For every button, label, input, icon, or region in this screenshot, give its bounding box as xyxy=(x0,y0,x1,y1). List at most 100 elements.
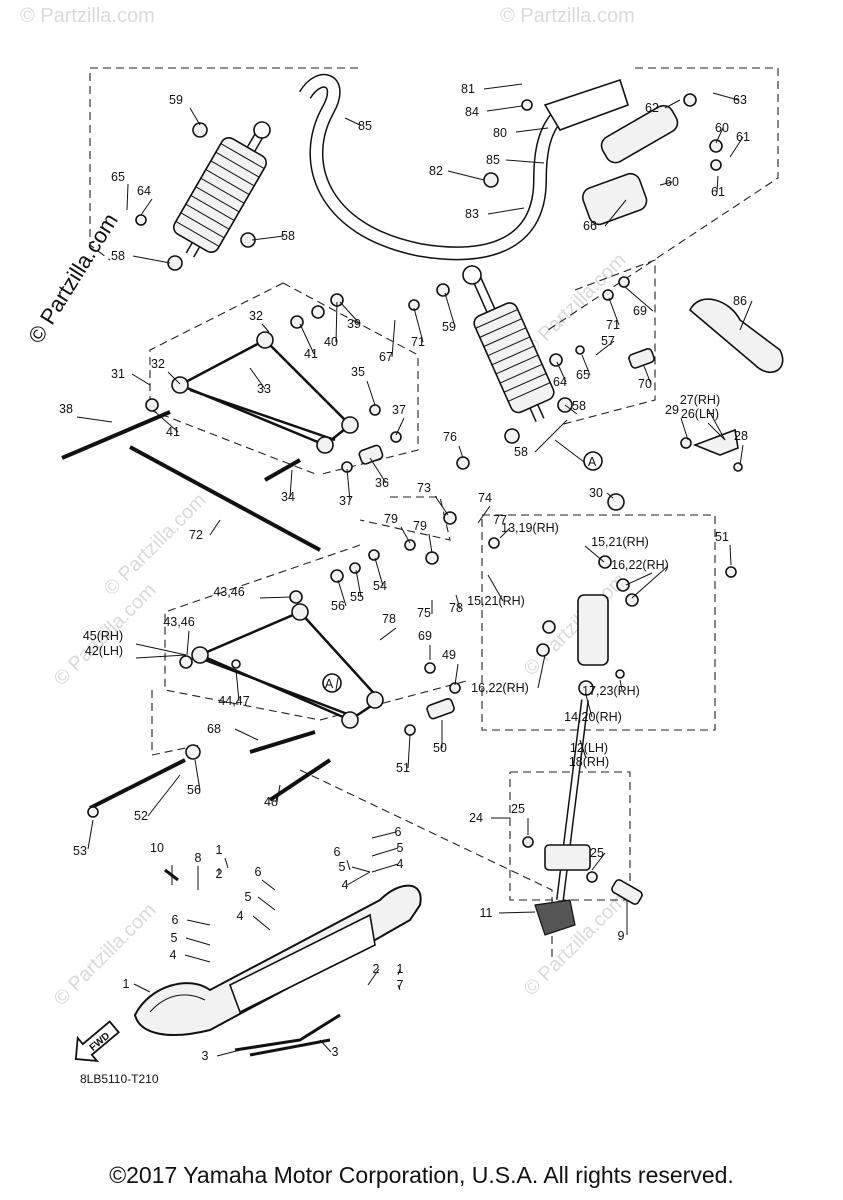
leader-line xyxy=(371,863,399,873)
steering-bar-inner xyxy=(300,75,621,259)
leader-line xyxy=(715,127,724,144)
callout-label: 70 xyxy=(638,377,652,391)
leader-line xyxy=(133,983,151,993)
leader-line xyxy=(167,371,181,385)
leader-line xyxy=(299,323,315,355)
leader-line xyxy=(712,92,739,101)
callout-label: 82 xyxy=(429,164,443,178)
callout-label: 77 xyxy=(493,513,507,527)
hardware xyxy=(87,93,743,905)
callout-label: A xyxy=(325,677,334,691)
leader-line xyxy=(487,574,504,602)
callout-label: 13,19(RH) xyxy=(501,521,559,535)
leader-line xyxy=(515,127,549,133)
leader-line xyxy=(249,367,266,390)
steering-knuckle xyxy=(534,594,609,936)
dashed-outline-upper-left xyxy=(89,67,358,261)
callout-label: 5 xyxy=(245,890,252,904)
leader-line xyxy=(346,859,351,871)
callout-label: 60 xyxy=(665,175,679,189)
leader-line xyxy=(339,301,360,324)
callout-label: 51 xyxy=(396,761,410,775)
callout-label: 16,22(RH) xyxy=(471,681,529,695)
callout-label: 68 xyxy=(207,722,221,736)
leader-line xyxy=(619,679,623,691)
callout-label: 65 xyxy=(576,368,590,382)
leader-lines xyxy=(76,83,753,1057)
dashed-outline-lower-arm xyxy=(164,544,471,721)
callout-label: 38 xyxy=(59,402,73,416)
callout-label: 63 xyxy=(733,93,747,107)
callout-label: 54 xyxy=(373,579,387,593)
callout-label: 33 xyxy=(257,382,271,396)
callout-label: 9 xyxy=(618,929,625,943)
leader-line xyxy=(434,495,449,516)
callout-label: 85 xyxy=(358,119,372,133)
callout-label: 69 xyxy=(418,629,432,643)
watermark-faded: © Partzilla.com xyxy=(100,489,211,600)
callouts: 5985818480626360616564585882858366606186… xyxy=(59,82,750,1063)
callout-label: 85 xyxy=(486,153,500,167)
leader-line xyxy=(664,99,681,109)
bolt-68 xyxy=(249,730,316,754)
leader-line xyxy=(135,654,187,659)
leader-line xyxy=(447,170,485,181)
callout-label: 25 xyxy=(590,846,604,860)
callout-label: 1 xyxy=(397,962,404,976)
callout-label: 58 xyxy=(572,399,586,413)
callout-label: 78 xyxy=(382,612,396,626)
leader-line xyxy=(76,416,113,423)
leader-line xyxy=(579,739,587,759)
callout-label: 45(RH) xyxy=(83,629,123,643)
callout-label: 65 xyxy=(111,170,125,184)
callout-label: 60 xyxy=(715,121,729,135)
callout-label: 57 xyxy=(601,334,615,348)
shock-absorber-right xyxy=(462,265,555,423)
leader-line xyxy=(335,677,339,691)
callout-label: 8 xyxy=(195,851,202,865)
leader-line xyxy=(126,183,129,211)
callout-label: 11 xyxy=(480,906,493,920)
callout-label: 72 xyxy=(189,528,203,542)
dashed-outline-steering xyxy=(481,514,716,731)
leader-line xyxy=(371,847,399,857)
leader-line xyxy=(643,365,652,385)
lever-86 xyxy=(689,298,784,374)
leader-line xyxy=(729,136,744,158)
callout-label: 6 xyxy=(395,825,402,839)
leader-line xyxy=(604,199,627,227)
callout-label: 50 xyxy=(433,741,447,755)
callout-label: 41 xyxy=(166,425,180,439)
callout-label: 73 xyxy=(417,481,431,495)
leader-line xyxy=(337,579,347,607)
leader-line xyxy=(624,286,654,312)
ski xyxy=(133,868,422,1057)
callout-label: 56 xyxy=(331,599,345,613)
copyright-notice: ©2017 Yamaha Motor Corporation, U.S.A. A… xyxy=(109,1162,734,1188)
watermark-faded: © Partzilla.com xyxy=(520,569,631,680)
leader-line xyxy=(554,439,585,463)
leader-line xyxy=(505,159,545,164)
callout-label: 55 xyxy=(350,590,364,604)
callout-label: 6 xyxy=(255,865,262,879)
callout-label: 7 xyxy=(397,978,404,992)
leader-line xyxy=(631,565,669,599)
dashed-outline-ski xyxy=(299,769,553,960)
leader-line xyxy=(366,380,376,406)
leader-line xyxy=(680,417,689,441)
callout-label: 36 xyxy=(375,476,389,490)
reference-marker-a xyxy=(583,451,603,471)
callout-label: 69 xyxy=(633,304,647,318)
callout-label: 6 xyxy=(172,913,179,927)
leader-line xyxy=(608,297,620,326)
bracket-80 xyxy=(543,78,629,131)
shaft-72 xyxy=(129,445,321,552)
callout-label: 76 xyxy=(443,430,457,444)
callout-label: 52 xyxy=(134,809,148,823)
leader-line xyxy=(351,866,371,873)
callout-label: 4 xyxy=(237,909,244,923)
callout-label: 43,46 xyxy=(213,585,244,599)
callout-label: 62 xyxy=(645,101,659,115)
callout-label: 61 xyxy=(736,130,750,144)
leader-line xyxy=(234,728,259,741)
